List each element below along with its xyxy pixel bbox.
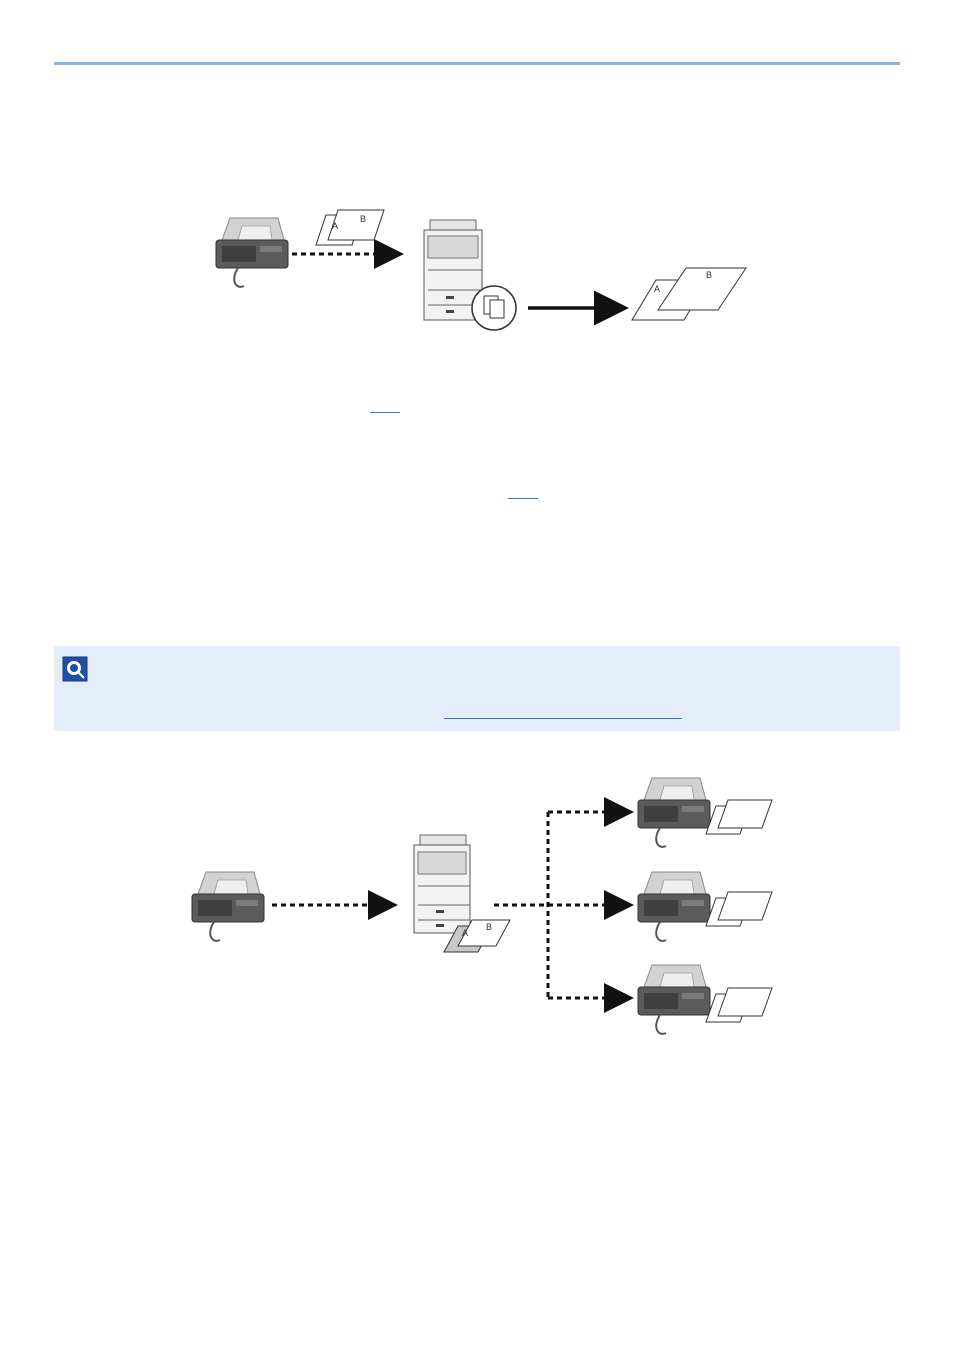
fax-machine-icon xyxy=(215,217,289,288)
document-pair-icon xyxy=(705,799,773,835)
note-box xyxy=(54,646,900,731)
mfp-printer-icon: A B xyxy=(413,834,511,953)
note-link-underline[interactable] xyxy=(444,718,682,719)
figure-fax-combine: A B A B xyxy=(215,209,747,331)
svg-text:A: A xyxy=(332,221,338,231)
svg-text:A: A xyxy=(654,284,660,294)
document-pair-icon: A B xyxy=(315,209,385,246)
page-link-underline[interactable] xyxy=(508,498,538,499)
fax-machine-icon xyxy=(191,871,265,942)
svg-text:A: A xyxy=(462,928,468,938)
page-link-underline[interactable] xyxy=(370,412,400,413)
svg-text:B: B xyxy=(360,214,366,224)
fax-machine-icon xyxy=(637,964,711,1035)
document-pair-icon xyxy=(705,987,773,1023)
note-icon xyxy=(62,656,88,682)
mfp-printer-icon xyxy=(423,219,517,331)
document-pair-icon xyxy=(705,891,773,927)
svg-text:B: B xyxy=(706,270,712,280)
svg-text:B: B xyxy=(486,922,492,932)
fax-machine-icon xyxy=(637,777,711,848)
combined-document-icon: A B xyxy=(631,267,747,321)
fax-machine-icon xyxy=(637,871,711,942)
header-rule xyxy=(54,62,900,65)
